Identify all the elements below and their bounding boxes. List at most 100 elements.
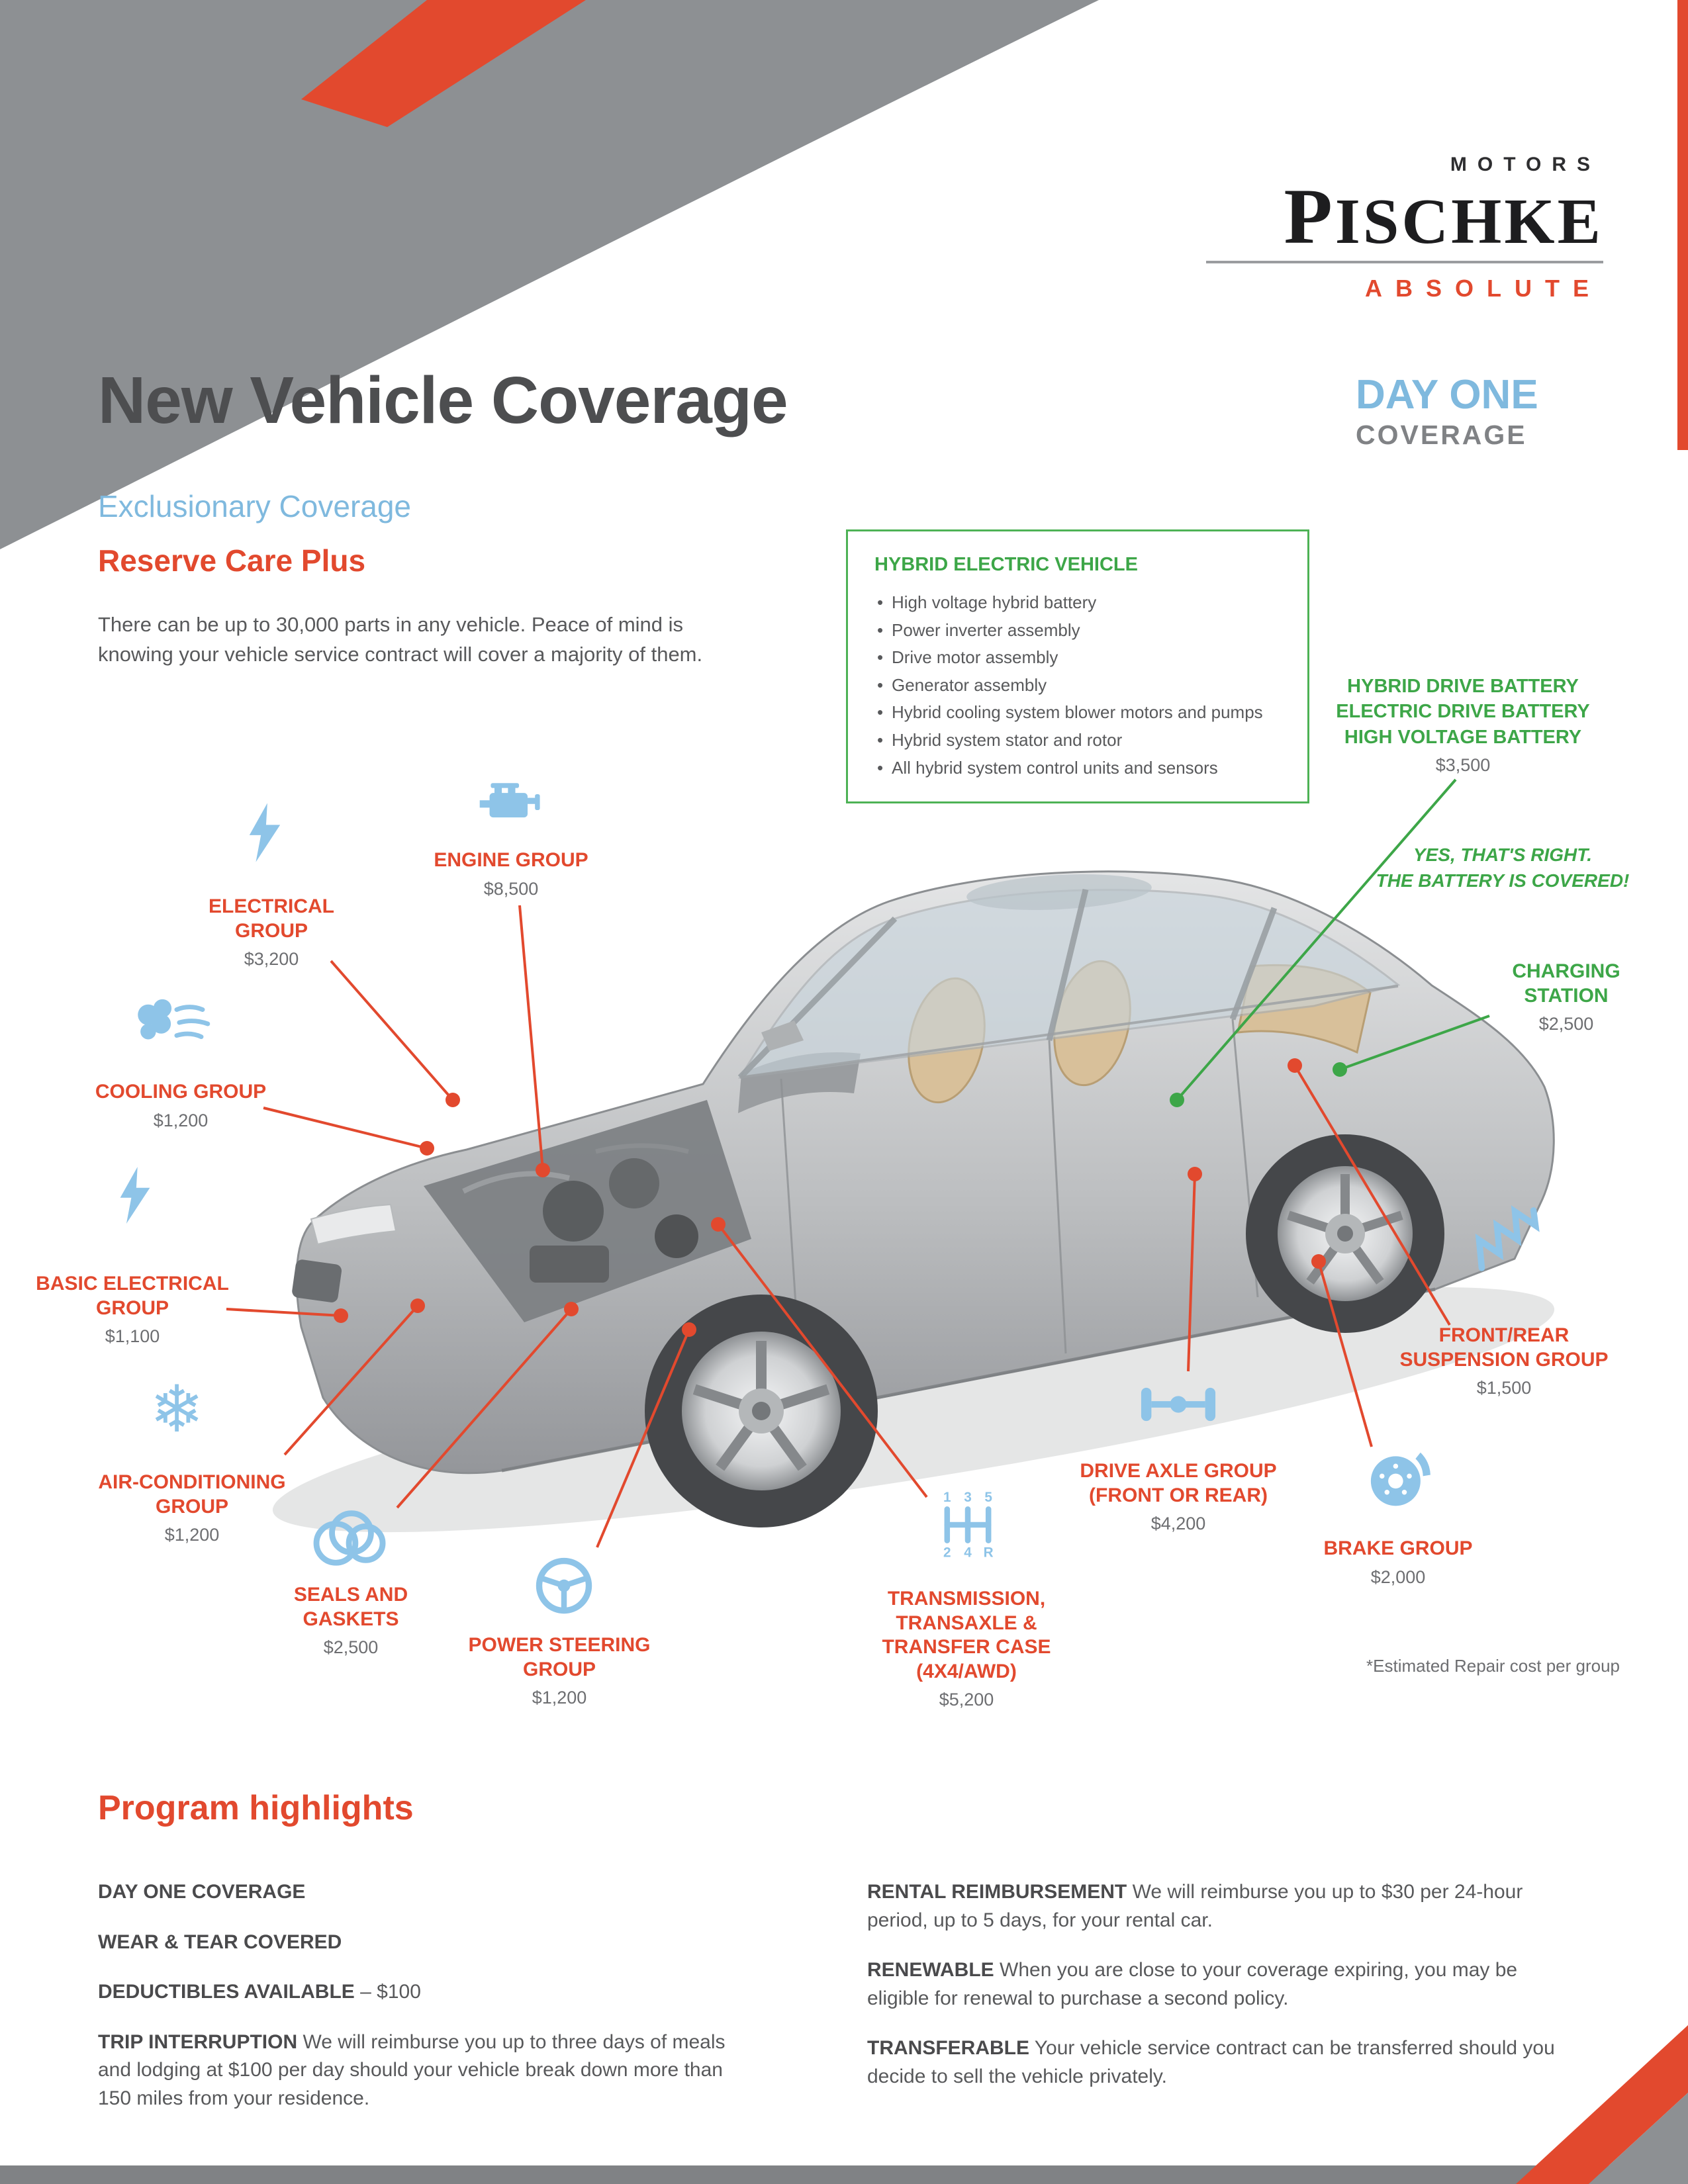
battery-price: $3,500: [1435, 754, 1491, 775]
battery-line-2: ELECTRIC DRIVE BATTERY: [1336, 701, 1590, 723]
group-name: ENGINE GROUP: [434, 849, 588, 871]
suspension-group-label: FRONT/REAR SUSPENSION GROUP $1,500: [1395, 1324, 1613, 1399]
list-item: High voltage hybrid battery: [874, 589, 1281, 617]
group-price: $1,200: [532, 1688, 587, 1708]
transmission-group-label: TRANSMISSION, TRANSAXLE & TRANSFER CASE …: [841, 1587, 1092, 1711]
day-one-badge: DAY ONE COVERAGE: [1356, 375, 1538, 451]
group-name: ELECTRICAL GROUP: [209, 895, 334, 942]
group-name: TRANSMISSION, TRANSAXLE & TRANSFER CASE …: [882, 1588, 1051, 1682]
group-price: $3,200: [244, 949, 299, 970]
highlight-lead: RENEWABLE: [867, 1959, 994, 1981]
group-name: POWER STEERING GROUP: [468, 1634, 651, 1680]
seals-gaskets-icon: [308, 1503, 393, 1570]
list-item: Hybrid cooling system blower motors and …: [874, 699, 1281, 727]
car-illustration: [272, 870, 1555, 1533]
highlight-text: – $100: [354, 1981, 421, 2003]
brand-absolute: ABSOLUTE: [1365, 275, 1602, 302]
svg-text:R: R: [984, 1545, 994, 1560]
list-item: Generator assembly: [874, 672, 1281, 700]
group-price: $5,200: [939, 1690, 994, 1710]
air-conditioning-group-label: AIR-CONDITIONING GROUP $1,200: [89, 1471, 295, 1546]
plan-name-subtitle: Reserve Care Plus: [98, 543, 366, 578]
group-price: $1,200: [164, 1525, 220, 1545]
electrical-group-label: ELECTRICAL GROUP $3,200: [192, 895, 351, 970]
engine-group-label: ENGINE GROUP $8,500: [418, 848, 604, 900]
drive-axle-icon: [1140, 1381, 1217, 1428]
svg-text:1: 1: [943, 1490, 951, 1505]
green-connectors: [1176, 778, 1490, 1101]
highlight-item: RENTAL REIMBURSEMENT We will reimburse y…: [867, 1878, 1556, 1934]
brake-disc-icon: [1367, 1450, 1432, 1510]
group-price: $8,500: [483, 878, 539, 899]
group-price: $1,100: [105, 1326, 160, 1347]
list-item: All hybrid system control units and sens…: [874, 754, 1281, 782]
cooling-fan-icon: [128, 995, 220, 1054]
hybrid-battery-callout: HYBRID DRIVE BATTERY ELECTRIC DRIVE BATT…: [1291, 674, 1635, 776]
red-dots: [334, 1058, 1326, 1337]
svg-text:5: 5: [984, 1490, 992, 1505]
front-wheel: [645, 1295, 878, 1527]
highlight-lead: WEAR & TEAR COVERED: [98, 1931, 342, 1953]
hybrid-box-list: High voltage hybrid battery Power invert…: [874, 589, 1281, 782]
group-name: FRONT/REAR SUSPENSION GROUP: [1399, 1324, 1609, 1371]
battery-line-1: HYBRID DRIVE BATTERY: [1347, 676, 1579, 697]
cooling-group-label: COOLING GROUP $1,200: [71, 1080, 290, 1132]
svg-text:2: 2: [943, 1545, 951, 1560]
group-price: $2,500: [323, 1637, 379, 1658]
highlight-text: We will reimburse you up to $30 per 24-h…: [867, 1881, 1523, 1931]
brand-motors: MOTORS: [1450, 154, 1601, 175]
suspension-coil-icon: [1458, 1193, 1556, 1282]
highlight-item: WEAR & TEAR COVERED: [98, 1929, 747, 1957]
brand-name: PISCHKE: [1284, 172, 1603, 260]
day-one-text: DAY ONE: [1356, 372, 1538, 418]
svg-text:4: 4: [964, 1545, 972, 1560]
highlight-item: DEDUCTIBLES AVAILABLE – $100: [98, 1978, 747, 2007]
group-name: BASIC ELECTRICAL GROUP: [36, 1273, 229, 1319]
green-dots: [1170, 1062, 1347, 1107]
lightning-bolt-icon: [246, 801, 284, 864]
group-price: $1,500: [1476, 1378, 1532, 1398]
rear-wheel: [1246, 1134, 1444, 1333]
brake-group-label: BRAKE GROUP $2,000: [1305, 1537, 1491, 1588]
page-title: New Vehicle Coverage: [98, 363, 788, 437]
highlight-item: TRANSFERABLE Your vehicle service contra…: [867, 2034, 1556, 2091]
red-connectors: [226, 905, 1451, 1548]
snowflake-icon: ❄: [149, 1372, 205, 1447]
highlight-lead: DAY ONE COVERAGE: [98, 1881, 306, 1903]
basic-electrical-group-label: BASIC ELECTRICAL GROUP $1,100: [30, 1272, 235, 1347]
right-edge-red-strip: [1677, 0, 1688, 450]
drive-axle-group-label: DRIVE AXLE GROUP (FRONT OR REAR) $4,200: [1062, 1459, 1294, 1535]
hybrid-vehicle-box: HYBRID ELECTRIC VEHICLE High voltage hyb…: [846, 529, 1309, 804]
hybrid-box-title: HYBRID ELECTRIC VEHICLE: [874, 554, 1138, 575]
highlight-lead: TRIP INTERRUPTION: [98, 2030, 298, 2053]
highlight-text: We will reimburse you up to three days o…: [98, 2030, 726, 2109]
footer-decoration: [0, 2025, 1688, 2184]
highlight-item: RENEWABLE When you are close to your cov…: [867, 1956, 1556, 2013]
corner-decoration-top-left: [0, 0, 1099, 549]
charging-station-label: CHARGING STATION $2,500: [1493, 960, 1639, 1035]
seals-gaskets-label: SEALS AND GASKETS $2,500: [268, 1583, 434, 1659]
program-highlights-title: Program highlights: [98, 1789, 414, 1827]
steering-wheel-icon: [534, 1556, 594, 1615]
highlight-lead: DEDUCTIBLES AVAILABLE: [98, 1981, 355, 2003]
engine-icon: [477, 779, 545, 825]
battery-covered-note: YES, THAT'S RIGHT. THE BATTERY IS COVERE…: [1347, 842, 1658, 893]
group-price: $4,200: [1150, 1514, 1206, 1534]
group-price: $1,200: [153, 1110, 209, 1130]
highlight-lead: RENTAL REIMBURSEMENT: [867, 1881, 1127, 1903]
lightning-bolt-icon: [117, 1165, 154, 1226]
highlight-lead: TRANSFERABLE: [867, 2037, 1029, 2060]
group-name: COOLING GROUP: [95, 1081, 267, 1103]
battery-line-3: HIGH VOLTAGE BATTERY: [1344, 726, 1582, 748]
group-name: DRIVE AXLE GROUP (FRONT OR REAR): [1080, 1460, 1277, 1506]
power-steering-group-label: POWER STEERING GROUP $1,200: [467, 1633, 652, 1709]
group-name: SEALS AND GASKETS: [293, 1584, 408, 1630]
repair-cost-footnote: *Estimated Repair cost per group: [1366, 1656, 1620, 1676]
list-item: Power inverter assembly: [874, 617, 1281, 645]
svg-text:3: 3: [964, 1490, 972, 1505]
brand-logo: MOTORS PISCHKE ABSOLUTE: [1202, 154, 1603, 302]
group-name: CHARGING STATION: [1512, 960, 1620, 1007]
list-item: Drive motor assembly: [874, 644, 1281, 672]
